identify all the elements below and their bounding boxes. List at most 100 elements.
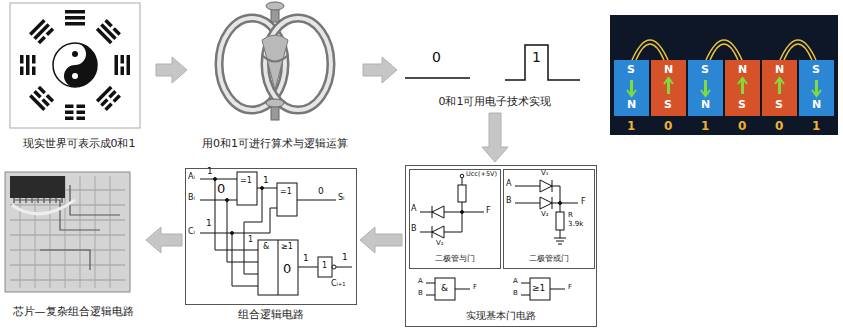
logic-value: 1 (303, 254, 309, 263)
bagua-picture (65, 22, 85, 26)
logic-value: 0 (217, 182, 225, 195)
diode-and-gate (462, 202, 463, 232)
bagua-picture (96, 28, 113, 45)
diode-label: V₁ (541, 170, 549, 177)
pin-label: B (411, 225, 417, 233)
bit-digit: 1 (627, 120, 635, 132)
flow-arrow (360, 227, 402, 253)
adder-circuit (226, 199, 229, 202)
diode-label: V₂ (541, 211, 549, 218)
diode-and-gate (432, 226, 433, 238)
pin-label: A (418, 278, 423, 285)
diode-or-gate (515, 186, 560, 187)
bagua-picture (65, 105, 85, 109)
chip-picture (10, 190, 125, 280)
rings-picture (266, 2, 284, 10)
resistor-label: 3.9k (568, 221, 583, 228)
pin-label: A (513, 278, 518, 285)
diode-or-gate (559, 202, 562, 205)
adder-circuit (318, 257, 332, 277)
caption: 0和1可用电子技术实现 (439, 95, 552, 108)
pin-label: F (581, 198, 586, 206)
rings-picture (262, 55, 288, 62)
diode-or-gate (554, 230, 566, 244)
diode-and-gate (420, 174, 484, 238)
adder-circuit (278, 240, 279, 295)
magnet-pole: S (738, 99, 746, 110)
chip-picture (5, 172, 130, 292)
chip-picture (10, 176, 65, 198)
bit-digit: 1 (701, 120, 709, 132)
bagua-picture (96, 86, 121, 111)
bagua-picture (72, 73, 78, 79)
diode-or-gate (515, 203, 560, 204)
bagua-picture (29, 86, 54, 111)
adder-circuit (237, 172, 257, 205)
rings-picture (266, 99, 284, 107)
stage-panel: 现实世界可表示成0和1 (5, 3, 153, 153)
adder-circuit (214, 178, 217, 181)
caption: 二极管或门 (529, 254, 569, 264)
magnet-pole: S (775, 99, 783, 110)
logic-value: 1 (206, 219, 212, 228)
stage-panel: 用0和1可进行算术与逻辑运算 (190, 3, 360, 153)
bagua-picture (38, 28, 55, 45)
gate-symbols (530, 278, 550, 300)
bagua-picture (115, 55, 131, 75)
magnet-picture (610, 15, 838, 135)
bagua-picture (20, 55, 24, 75)
diode-and-gate (461, 211, 464, 214)
magnet-pole: N (664, 64, 673, 75)
stage-panel: 芯片—复杂组合逻辑电路 (3, 170, 143, 320)
adder-circuit (332, 265, 336, 269)
caption: 用0和1可进行算术与逻辑运算 (202, 137, 348, 150)
stage-panel: 0和1可用电子技术实现 (400, 40, 590, 110)
gate-box: 二极管与门 (409, 169, 501, 269)
bagua-picture (65, 111, 85, 115)
adder-circuit (200, 179, 237, 180)
flow-arrow (156, 57, 187, 83)
bit-digit: 0 (738, 120, 746, 132)
signal-name: Sᵢ (338, 194, 345, 202)
adder-circuit (200, 200, 237, 201)
bagua-picture (29, 19, 46, 36)
logic-value: 0 (318, 187, 324, 196)
signal-lines (405, 45, 580, 80)
gate-symbol-label: =1 (280, 188, 292, 196)
adder-circuit (200, 172, 352, 295)
bagua-picture (33, 23, 50, 40)
pin-label: F (568, 284, 572, 291)
logic-value: 1 (207, 167, 213, 176)
bagua-picture (96, 86, 113, 103)
bagua-picture (104, 94, 121, 111)
magnet-pole: N (812, 99, 821, 110)
diode-or-gate (552, 180, 553, 192)
adder-circuit (297, 200, 336, 201)
bagua-picture (53, 43, 97, 87)
caption: 实现基本门电路 (466, 310, 536, 322)
logic-value: 1 (248, 236, 253, 244)
gate-symbol-label: & (441, 284, 448, 293)
bagua-picture (100, 23, 117, 40)
magnet-picture (632, 80, 817, 94)
caption: 组合逻辑电路 (238, 308, 304, 321)
diode-or-gate (556, 212, 564, 230)
adder-circuit (257, 188, 277, 189)
magnet-pole: S (701, 64, 709, 75)
pin-label: A (506, 180, 511, 188)
bagua-picture (127, 55, 131, 75)
magnet-pole: N (627, 99, 636, 110)
logic-value: 1 (263, 176, 269, 185)
bagua-picture (26, 55, 30, 75)
bit-digit: 0 (775, 120, 783, 132)
adder-circuit (261, 187, 264, 190)
magnet-pole: N (738, 64, 747, 75)
pin-label: B (513, 290, 518, 297)
bagua-picture (38, 86, 55, 103)
magnet-pole: S (627, 64, 635, 75)
gate-symbols (426, 278, 565, 300)
signal-lines (505, 45, 580, 80)
bagua-picture (29, 19, 54, 44)
gate-box: 二极管或门 (503, 169, 595, 269)
pin-label: A (411, 205, 416, 213)
